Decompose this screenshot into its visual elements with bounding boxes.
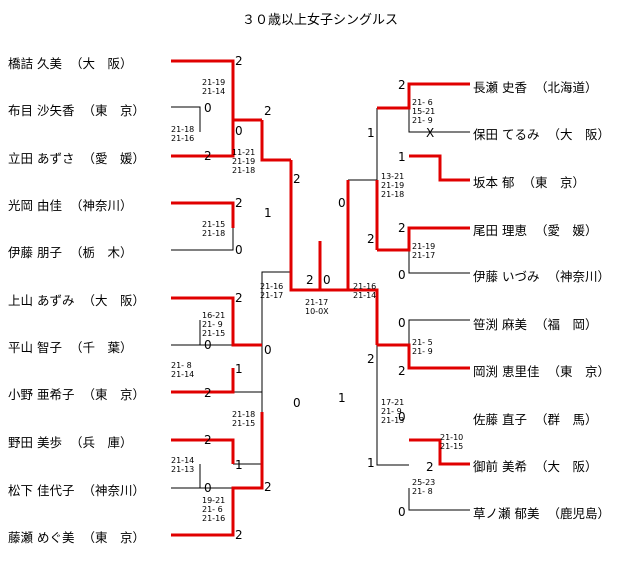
game-detail: 21-16 21-14 bbox=[353, 282, 377, 300]
right-player: 尾田 理恵 （愛 媛） bbox=[473, 223, 598, 238]
match-score: 2 bbox=[204, 433, 212, 447]
match-score: 1 bbox=[367, 126, 375, 140]
match-score: 2 bbox=[398, 78, 406, 92]
match-score: 0 bbox=[338, 196, 346, 210]
match-score: 2 bbox=[235, 528, 243, 542]
right-player: 御前 美希 （大 阪） bbox=[473, 459, 598, 474]
game-detail: 21-18 21-15 bbox=[232, 410, 256, 428]
match-score: 2 bbox=[264, 480, 272, 494]
left-player: 光岡 由佳 （神奈川） bbox=[8, 198, 133, 213]
left-player: 小野 亜希子 （東 京） bbox=[8, 387, 145, 402]
match-score: 0 bbox=[235, 124, 243, 138]
match-score: 0 bbox=[264, 343, 272, 357]
game-detail: 21- 5 21- 9 bbox=[412, 338, 433, 356]
left-player: 伊藤 朋子 （栃 木） bbox=[8, 245, 133, 260]
game-detail: 25-23 21- 8 bbox=[412, 478, 436, 496]
match-score: 2 bbox=[398, 221, 406, 235]
match-score: 0 bbox=[204, 481, 212, 495]
right-player: 笹渕 麻美 （福 岡） bbox=[473, 317, 598, 332]
left-player: 橋詰 久美 （大 阪） bbox=[8, 56, 133, 71]
game-detail: 19-21 21- 6 21-16 bbox=[202, 496, 226, 523]
match-score: 0 bbox=[398, 410, 406, 424]
match-score: 0 bbox=[293, 396, 301, 410]
match-score: 2 bbox=[426, 460, 434, 474]
game-detail: 21-19 21-17 bbox=[412, 242, 436, 260]
match-score: 2 bbox=[204, 149, 212, 163]
game-detail: 21- 8 21-14 bbox=[171, 361, 195, 379]
right-player: 佐藤 直子 （群 馬） bbox=[473, 412, 598, 427]
final-score-right: 0 bbox=[323, 273, 331, 287]
match-score: 2 bbox=[367, 352, 375, 366]
match-score: 2 bbox=[264, 104, 272, 118]
match-score: 1 bbox=[235, 458, 243, 472]
match-score: 1 bbox=[398, 150, 406, 164]
match-score: 1 bbox=[235, 362, 243, 376]
left-player: 藤瀬 めぐ美 （東 京） bbox=[8, 530, 145, 545]
right-player: 保田 てるみ （大 阪） bbox=[473, 127, 610, 142]
match-score: 2 bbox=[367, 232, 375, 246]
game-detail: 17-21 21- 9 21-13 bbox=[381, 398, 405, 425]
left-player: 平山 智子 （千 葉） bbox=[8, 340, 133, 355]
left-player: 立田 あずさ （愛 媛） bbox=[8, 151, 145, 166]
match-score: 1 bbox=[367, 456, 375, 470]
right-player: 草ノ瀬 郁美 （鹿児島） bbox=[473, 506, 610, 521]
match-score: 2 bbox=[398, 364, 406, 378]
match-score: 0 bbox=[398, 505, 406, 519]
right-player: 長瀬 史香 （北海道） bbox=[473, 80, 598, 95]
left-player: 上山 あずみ （大 阪） bbox=[8, 293, 145, 308]
match-score: 0 bbox=[398, 316, 406, 330]
game-detail: 21-14 21-13 bbox=[171, 456, 195, 474]
game-detail: 21-19 21-14 bbox=[202, 78, 226, 96]
match-score: 2 bbox=[235, 196, 243, 210]
right-player: 岡渕 恵里佳 （東 京） bbox=[473, 364, 610, 379]
game-detail: 21-16 21-17 bbox=[260, 282, 284, 300]
right-player: 伊藤 いづみ （神奈川） bbox=[473, 269, 610, 284]
match-score: 0 bbox=[398, 268, 406, 282]
match-score: 0 bbox=[204, 101, 212, 115]
game-detail: 21-15 21-18 bbox=[202, 220, 226, 238]
left-player: 布目 沙矢香 （東 京） bbox=[8, 103, 145, 118]
right-player: 坂本 郁 （東 京） bbox=[473, 175, 585, 190]
match-score: 1 bbox=[264, 206, 272, 220]
match-score: 2 bbox=[235, 54, 243, 68]
match-score: 2 bbox=[293, 172, 301, 186]
match-score: 2 bbox=[235, 291, 243, 305]
left-player: 野田 美歩 （兵 庫） bbox=[8, 435, 133, 450]
left-player: 松下 佳代子 （神奈川） bbox=[8, 483, 145, 498]
match-score: 1 bbox=[338, 391, 346, 405]
page-title: ３０歳以上女子シングルス bbox=[241, 13, 398, 28]
match-score: X bbox=[426, 126, 435, 140]
final-detail: 21-17 10-0X bbox=[305, 298, 329, 316]
game-detail: 21- 6 15-21 21- 9 bbox=[412, 98, 436, 125]
game-detail: 21-18 21-16 bbox=[171, 125, 195, 143]
game-detail: 16-21 21- 9 21-15 bbox=[202, 311, 226, 338]
match-score: 0 bbox=[204, 338, 212, 352]
game-detail: 13-21 21-19 21-18 bbox=[381, 172, 405, 199]
match-score: 2 bbox=[204, 386, 212, 400]
game-detail: 11-21 21-19 21-18 bbox=[232, 148, 256, 175]
game-detail: 21-10 21-15 bbox=[440, 433, 464, 451]
final-score-left: 2 bbox=[306, 273, 314, 287]
match-score: 0 bbox=[235, 243, 243, 257]
